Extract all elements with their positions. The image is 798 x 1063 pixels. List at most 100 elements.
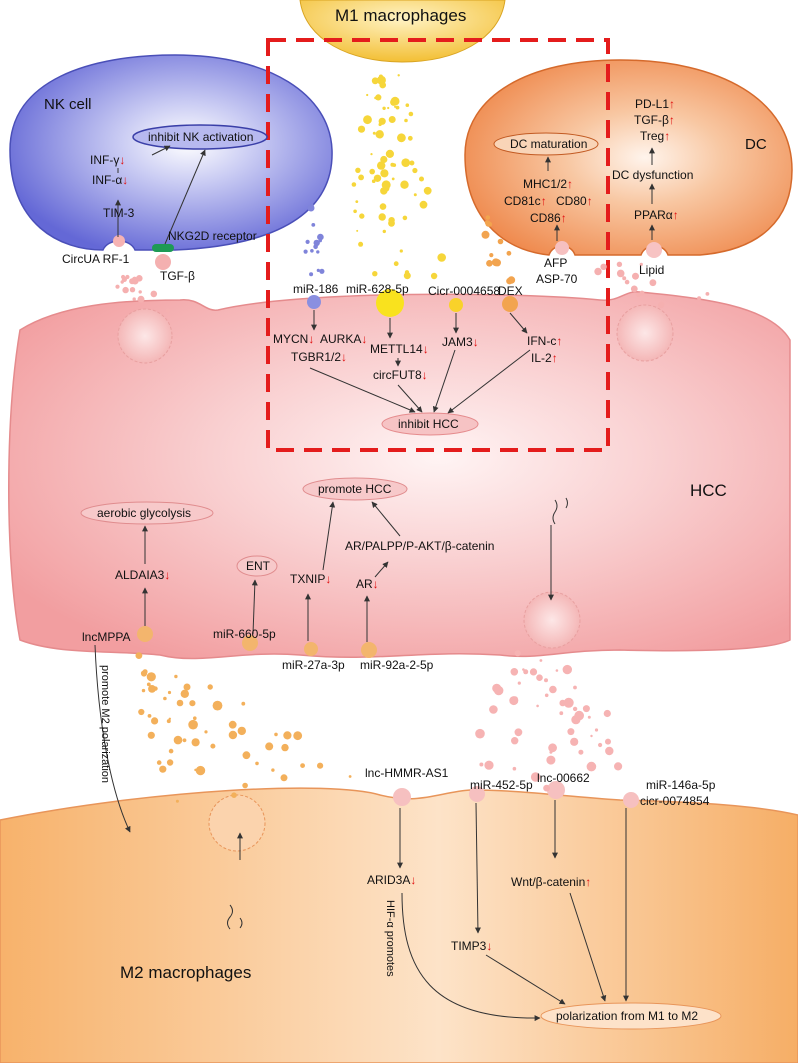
mir27-bump (304, 642, 318, 656)
mir660-label: miR-660-5p (213, 627, 276, 641)
exosome-dot (536, 674, 543, 681)
exosome-dot (405, 103, 410, 107)
jam3-label: JAM3↓ (442, 335, 479, 349)
hcc-vesicle-lower (523, 591, 581, 649)
exosome-dot (616, 261, 623, 267)
aurka-label: AURKA↓ (320, 332, 368, 346)
exosome-dot (539, 659, 543, 662)
exosome-dot (511, 737, 519, 745)
exosome-dot (138, 290, 142, 294)
exosome-dot (153, 686, 158, 691)
exosome-dot (357, 125, 366, 133)
exosome-dot (481, 230, 490, 239)
exosome-dot (167, 690, 172, 695)
exosome-dot (437, 253, 447, 262)
ent-ellipse (236, 555, 278, 577)
exosome-dot (193, 716, 197, 720)
exosome-dot (376, 75, 386, 85)
exosome-dot (310, 203, 314, 207)
exosome-dot (614, 762, 623, 771)
exosome-dot (146, 682, 151, 687)
exosome-dot (348, 775, 352, 778)
exosome-dot (489, 253, 494, 258)
exosome-dot (385, 149, 394, 158)
exosome-dot (151, 717, 159, 725)
exosome-dot (649, 279, 657, 287)
exosome-dot (188, 719, 198, 730)
exosome-dot (378, 122, 382, 127)
exosome-dot (183, 683, 191, 691)
exosome-dot (399, 249, 403, 253)
exosome-dot (486, 260, 493, 267)
dex-label: DEX (498, 284, 523, 298)
nkg2d-receptor-shape (152, 244, 174, 252)
exosome-dot (125, 274, 130, 280)
exosome-dot (630, 285, 638, 293)
lnc00662-label: lnc-00662 (537, 771, 590, 785)
mir92-label: miR-92a-2-5p (360, 658, 434, 672)
exosome-dot (316, 250, 320, 254)
exosome-dot (356, 229, 359, 232)
exosome-dot (512, 696, 518, 702)
arrows (94, 145, 655, 1022)
exosome-dot (189, 700, 196, 707)
exosome-dot (409, 160, 415, 166)
promote-hcc-label: promote HCC (318, 482, 392, 496)
exosome-dot (317, 233, 324, 241)
exosome-dot (546, 755, 556, 765)
afp-bump (555, 241, 569, 255)
exosome-dot (353, 209, 357, 214)
exosome-dot (475, 728, 485, 739)
exosome-dot (559, 711, 564, 716)
exosome-dot (578, 749, 584, 755)
exosome-dot (489, 705, 498, 714)
exosome-dot (165, 308, 170, 313)
exosome-dot (555, 669, 559, 672)
exosome-dot (388, 116, 396, 123)
m2-macrophage-cell (0, 787, 798, 1063)
exosome-dot (129, 287, 136, 293)
exosome-dot (393, 261, 399, 267)
mir628-label: miR-628-5p (346, 282, 409, 296)
exosome-dot (397, 133, 406, 143)
afp-label: AFP (544, 256, 568, 270)
cd81c-label: CD81c↑ (504, 194, 547, 208)
exosome-dot (311, 223, 316, 227)
hcc-vesicle-left (117, 308, 173, 364)
lnc00662-bump (547, 781, 565, 799)
exosome-dot (142, 669, 148, 675)
ppar-label: PPARα↑ (634, 208, 679, 222)
exosome-dot (400, 180, 409, 189)
lncmppa-label: lncMPPA (82, 630, 131, 644)
exosome-dot (563, 697, 574, 708)
exosome-dot (510, 668, 519, 676)
exosome-dot (241, 701, 246, 706)
exosome-dot (536, 704, 539, 708)
exosome-dot (401, 158, 411, 167)
exosome-dot (370, 153, 373, 156)
exosome-dot (562, 664, 572, 675)
exosome-dot (280, 774, 288, 782)
exosome-dot (559, 699, 566, 707)
exosome-dot (366, 93, 369, 97)
exosome-dot (598, 742, 603, 748)
nkg2d-label: NKG2D receptor (168, 229, 257, 243)
exosome-dot (228, 730, 238, 740)
exosome-dot (194, 768, 197, 772)
exosome-dot (530, 772, 541, 782)
rna-squiggles (227, 497, 568, 930)
exosome-dot (379, 203, 387, 210)
exosome-dot (380, 169, 389, 178)
exosome-dot (135, 652, 143, 659)
exosome-dot (404, 270, 410, 275)
exosome-dot (548, 743, 557, 753)
exosome-dot (544, 678, 548, 683)
exosome-dot (207, 684, 213, 690)
exosome-dot (363, 115, 372, 125)
exosome-dot (228, 720, 237, 729)
exosome-dot (522, 668, 525, 671)
exosome-dot (175, 799, 179, 803)
exosome-dot (310, 249, 314, 253)
